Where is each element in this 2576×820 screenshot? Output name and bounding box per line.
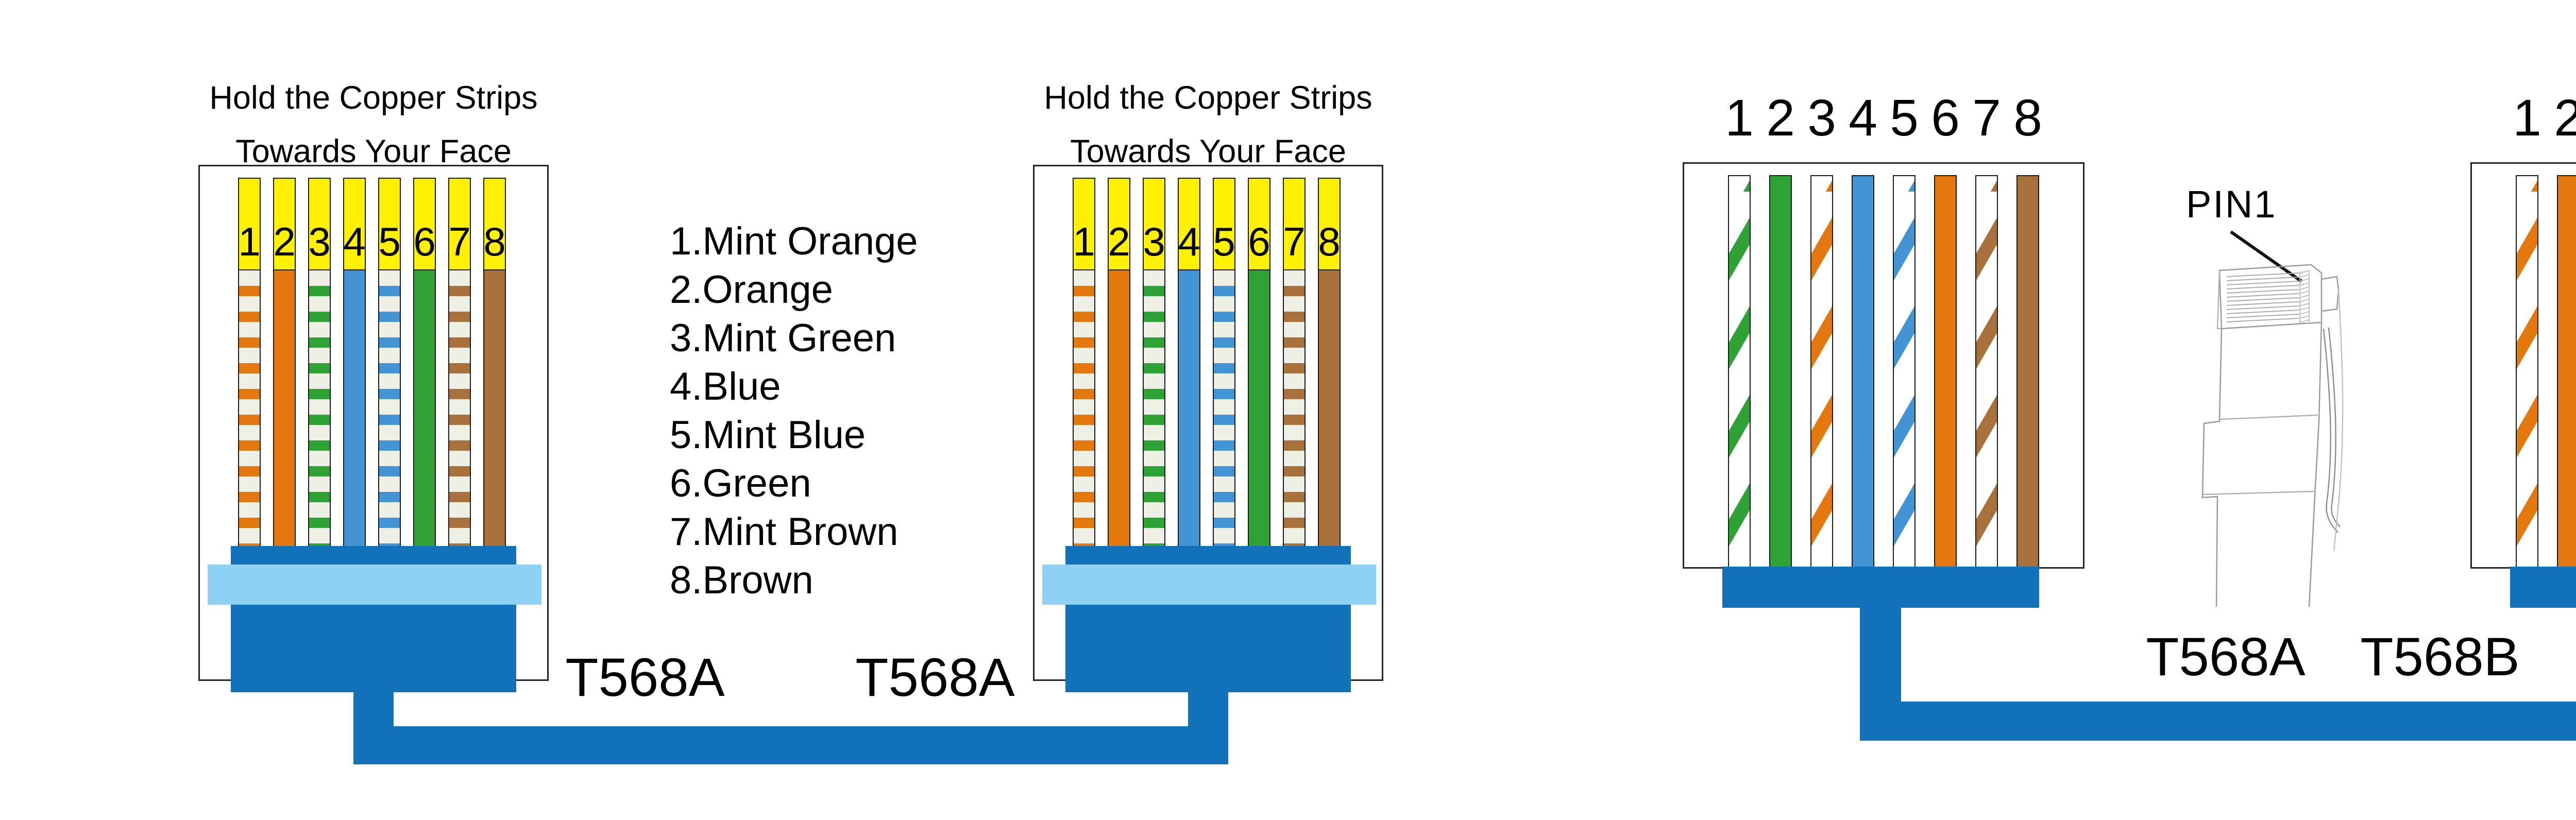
connector-a-wire-1 bbox=[1728, 175, 1751, 569]
connector-a-wire-2 bbox=[1769, 175, 1792, 569]
connector-2-pin-8-header: 8 bbox=[1318, 178, 1341, 270]
connector-2-pin-3-header: 3 bbox=[1143, 178, 1165, 270]
connector-a-pin-number-2: 2 bbox=[1766, 89, 1795, 147]
connector-a-wire-4 bbox=[1852, 175, 1874, 569]
connector-2-pin-6-header: 6 bbox=[1248, 178, 1270, 270]
connector-1-crimp-bar bbox=[231, 546, 516, 566]
cable-right-run bbox=[1860, 702, 2576, 741]
connector-1-wire-6 bbox=[413, 269, 436, 547]
connector-a-pin-number-5: 5 bbox=[1890, 89, 1919, 147]
connector-a-wire-7 bbox=[1975, 175, 1998, 569]
connector-a-wire-5 bbox=[1893, 175, 1916, 569]
connector-a-pin-number-4: 4 bbox=[1849, 89, 1877, 147]
standard-label-left-2: T568A bbox=[855, 647, 1015, 708]
connector-1-wire-7 bbox=[448, 269, 471, 547]
connector-a-boot bbox=[1722, 567, 2039, 608]
wire-list-item: 2.Orange bbox=[670, 268, 833, 312]
connector-2-wire-6 bbox=[1248, 269, 1270, 547]
plug-contacts bbox=[2226, 272, 2299, 322]
plug-housing-edge bbox=[2216, 270, 2222, 330]
plug-outer-contour bbox=[2333, 289, 2344, 552]
connector-1-pin-7-header: 7 bbox=[448, 178, 471, 270]
connector-1-pin-6-header: 6 bbox=[413, 178, 436, 270]
wire-list-item: 4.Blue bbox=[670, 365, 781, 408]
plug-latch-arm bbox=[2323, 327, 2336, 505]
connector-1-wire-1 bbox=[238, 269, 261, 547]
connector-a-pin-number-8: 8 bbox=[2013, 89, 2042, 147]
connector-b-pin-number-1: 1 bbox=[2513, 89, 2541, 147]
connector-2-strain-relief bbox=[1042, 565, 1376, 605]
connector-1-wire-2 bbox=[273, 269, 296, 547]
connector-1-pin-8-header: 8 bbox=[483, 178, 506, 270]
connector-2-wire-3 bbox=[1143, 269, 1165, 547]
connector-2-pin-2-header: 2 bbox=[1108, 178, 1130, 270]
plug-body-right-edge bbox=[2308, 322, 2323, 607]
wire-list-item: 1.Mint Orange bbox=[670, 219, 918, 263]
connector-a-wire-8 bbox=[2016, 175, 2039, 569]
caption-line-1: Hold the Copper Strips bbox=[209, 80, 538, 116]
connector-2-wire-7 bbox=[1283, 269, 1306, 547]
connector-2-pin-4-header: 4 bbox=[1178, 178, 1200, 270]
connector-1-wire-5 bbox=[378, 269, 401, 547]
connector-1-pin-4-header: 4 bbox=[343, 178, 366, 270]
connector-2-pin-7-header: 7 bbox=[1283, 178, 1306, 270]
standard-label-right-b: T568B bbox=[2360, 627, 2520, 687]
connector-2-crimp-bar bbox=[1065, 546, 1351, 566]
connector-2-boot bbox=[1065, 604, 1351, 692]
connector-a-pin-number-1: 1 bbox=[1725, 89, 1754, 147]
connector-1-wire-8 bbox=[483, 269, 506, 547]
connector-1-pin-1-header: 1 bbox=[238, 178, 261, 270]
cable-left-run bbox=[353, 726, 1228, 764]
connector-a-pin-number-6: 6 bbox=[1931, 89, 1960, 147]
connector-1-boot bbox=[231, 604, 516, 692]
connector-1-strain-relief bbox=[208, 565, 541, 605]
wire-list-item: 8.Brown bbox=[670, 558, 814, 602]
connector-2-wire-1 bbox=[1073, 269, 1095, 547]
caption-line-2: Towards Your Face bbox=[1070, 133, 1346, 169]
connector-2-wire-2 bbox=[1108, 269, 1130, 547]
connector-a-wire-3 bbox=[1810, 175, 1833, 569]
standard-label-left-1: T568A bbox=[565, 647, 725, 708]
connector-b-pin-number-2: 2 bbox=[2554, 89, 2576, 147]
plug-latch-tab bbox=[2321, 276, 2340, 312]
plug-contact-housing bbox=[2218, 264, 2323, 330]
connector-a-pin-number-3: 3 bbox=[1807, 89, 1836, 147]
connector-a-pin-number-7: 7 bbox=[1972, 89, 2001, 147]
connector-2-wire-8 bbox=[1318, 269, 1341, 547]
caption-connector-1: Hold the Copper Strips Towards Your Face bbox=[193, 71, 554, 178]
connector-a-wire-6 bbox=[1934, 175, 1957, 569]
caption-line-2: Towards Your Face bbox=[235, 133, 512, 169]
connector-1-pin-3-header: 3 bbox=[308, 178, 331, 270]
connector-2-wire-4 bbox=[1178, 269, 1200, 547]
plug-contact-hatch bbox=[2299, 270, 2310, 324]
connector-b-wire-1 bbox=[2516, 175, 2538, 569]
plug-body-left-edge bbox=[2201, 328, 2223, 607]
connector-1-pin-5-header: 5 bbox=[378, 178, 401, 270]
wire-list-item: 3.Mint Green bbox=[670, 316, 896, 360]
caption-line-1: Hold the Copper Strips bbox=[1044, 80, 1372, 116]
connector-2-pin-1-header: 1 bbox=[1073, 178, 1095, 270]
wire-list-item: 7.Mint Brown bbox=[670, 510, 899, 554]
plug-body-dividers bbox=[2202, 414, 2318, 496]
rj45-plug-sketch bbox=[2201, 230, 2344, 607]
pin1-label: PIN1 bbox=[2186, 183, 2277, 226]
connector-1-wire-4 bbox=[343, 269, 366, 547]
connector-b-boot bbox=[2510, 567, 2576, 608]
caption-connector-2: Hold the Copper Strips Towards Your Face bbox=[1028, 71, 1388, 178]
connector-2-pin-5-header: 5 bbox=[1213, 178, 1235, 270]
connector-2-wire-5 bbox=[1213, 269, 1235, 547]
wire-list-item: 5.Mint Blue bbox=[670, 413, 866, 457]
standard-label-right-a: T568A bbox=[2146, 627, 2306, 687]
connector-1-pin-2-header: 2 bbox=[273, 178, 296, 270]
wire-list-item: 6.Green bbox=[670, 462, 811, 505]
connector-1-wire-3 bbox=[308, 269, 331, 547]
connector-b-wire-2 bbox=[2557, 175, 2576, 569]
